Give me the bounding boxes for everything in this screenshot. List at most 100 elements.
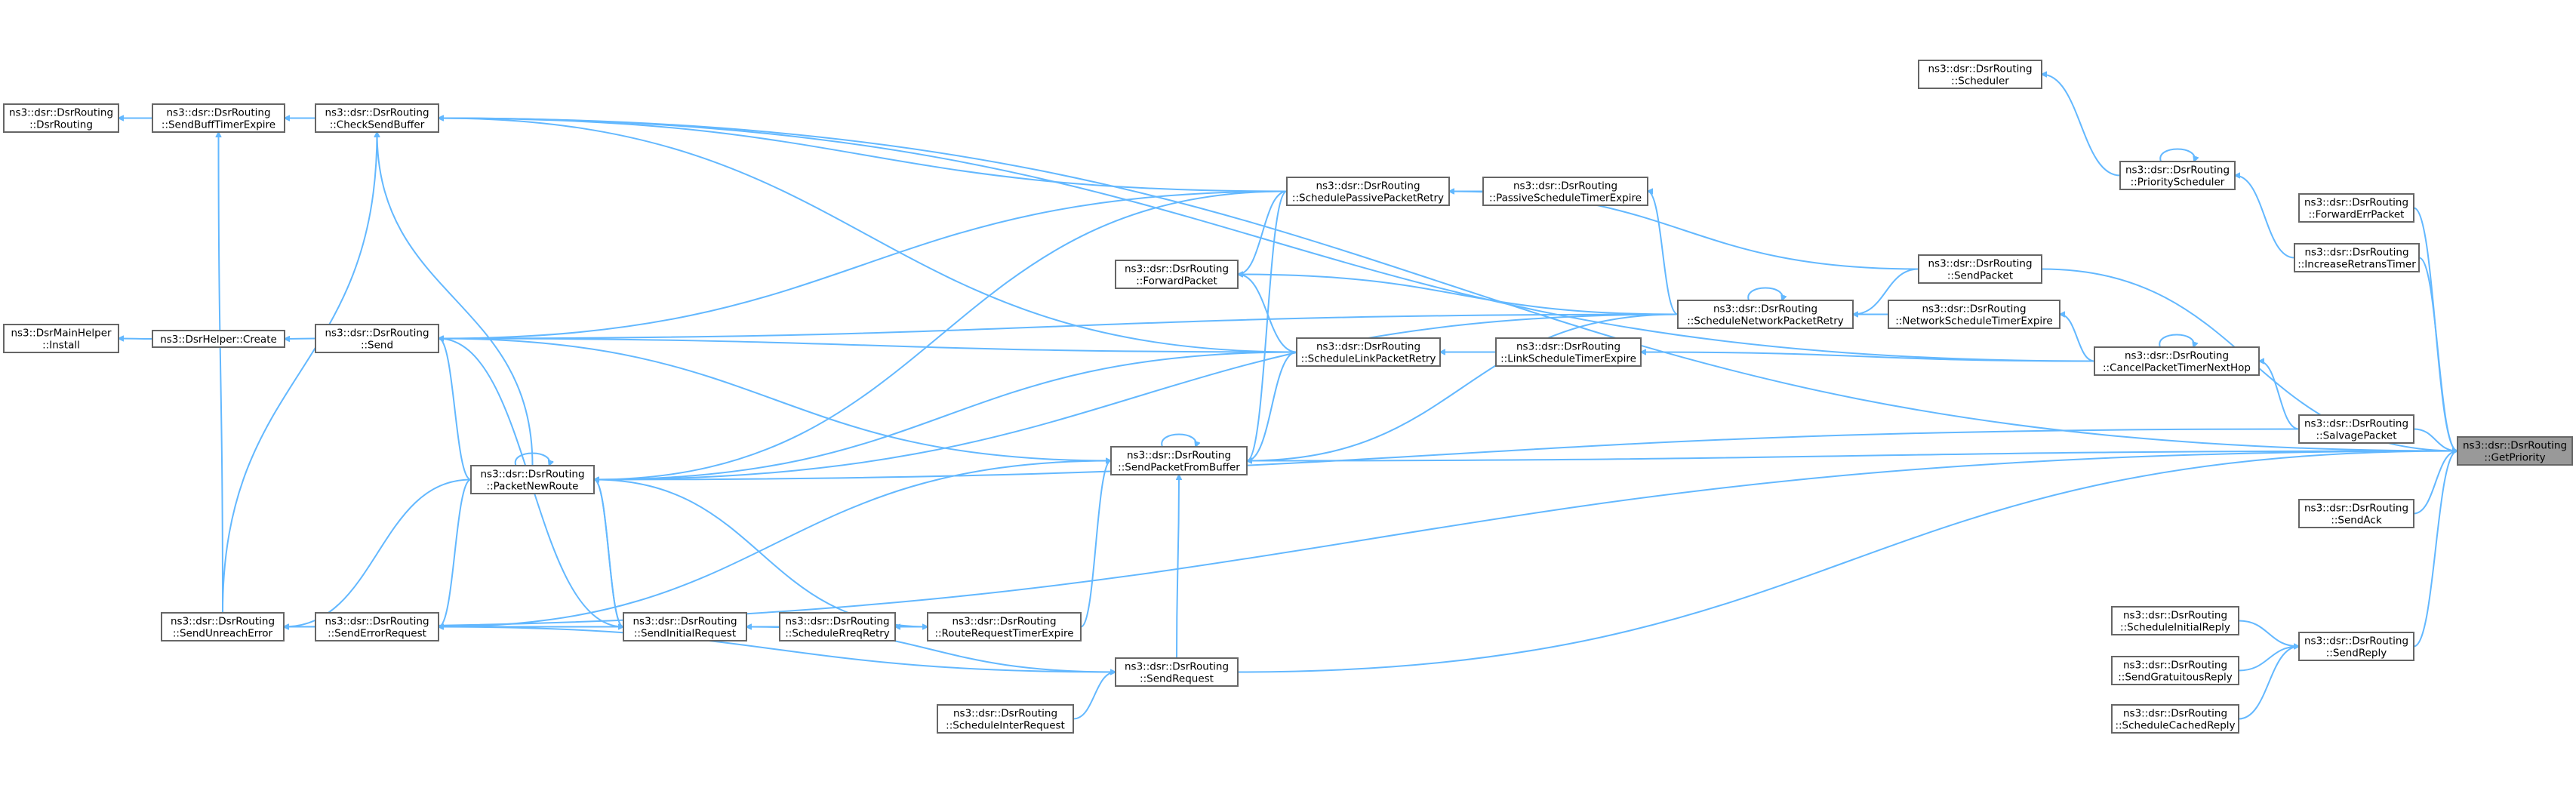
node-schedulepassivepacketretry[interactable]: ns3::dsr::DsrRouting::SchedulePassivePac…: [1286, 177, 1450, 206]
node-label-sendpacketfrombuffer-0: ns3::dsr::DsrRouting: [1127, 450, 1231, 462]
node-label-sendunreacherror-0: ns3::dsr::DsrRouting: [171, 616, 275, 628]
node-label-schedulelinkpacketretry-0: ns3::dsr::DsrRouting: [1316, 341, 1420, 353]
edge-schedulelinkpacketretry-to-checksendbuffer: [439, 118, 1297, 353]
node-label-checksendbuffer-0: ns3::dsr::DsrRouting: [325, 107, 429, 119]
node-cancelpackettimernexthop[interactable]: ns3::dsr::DsrRouting::CancelPacketTimerN…: [2094, 346, 2260, 376]
edge-packetnewroute-to-send: [439, 339, 472, 481]
node-sendunreacherror[interactable]: ns3::dsr::DsrRouting::SendUnreachError: [161, 612, 285, 641]
self-loop-cancelpackettimernexthop: [2159, 334, 2193, 348]
edge-schedulenetworkpacketretry-to-passivescheduletimerexpire: [1648, 192, 1679, 315]
edge-cancelpackettimernexthop-to-checksendbuffer: [439, 118, 2095, 362]
node-sendgratuitousreply[interactable]: ns3::dsr::DsrRouting::SendGratuitousRepl…: [2111, 656, 2239, 685]
edge-schedulecachedreply-to-sendreply: [2238, 647, 2299, 720]
node-checksendbuffer[interactable]: ns3::dsr::DsrRouting::CheckSendBuffer: [315, 103, 439, 133]
node-scheduleinitialreply[interactable]: ns3::dsr::DsrRouting::ScheduleInitialRep…: [2111, 606, 2239, 635]
node-label-networkscheduletimerexpire-1: ::NetworkScheduleTimerExpire: [1895, 315, 2053, 328]
node-scheduler[interactable]: ns3::dsr::DsrRouting::Scheduler: [1918, 60, 2042, 89]
nodes-layer: ns3::dsr::DsrRouting::GetPriorityns3::ds…: [3, 60, 2573, 734]
node-create[interactable]: ns3::DsrHelper::Create: [152, 330, 285, 348]
node-schedulenetworkpacketretry[interactable]: ns3::dsr::DsrRouting::ScheduleNetworkPac…: [1677, 300, 1854, 329]
node-senderrorrequest[interactable]: ns3::dsr::DsrRouting::SendErrorRequest: [315, 612, 439, 641]
node-label-packetnewroute-1: ::PacketNewRoute: [487, 481, 579, 493]
node-sendinitialrequest[interactable]: ns3::dsr::DsrRouting::SendInitialRequest: [623, 612, 747, 641]
edge-sendpacketfrombuffer-to-senderrorrequest: [439, 460, 1112, 627]
edge-sendreply-to-getpriority: [2413, 451, 2458, 648]
node-label-scheduleinitialreply-0: ns3::dsr::DsrRouting: [2123, 610, 2227, 622]
node-box-dsrrouting: [3, 103, 119, 133]
node-box-sendbufftimerexpire: [152, 103, 285, 133]
node-increaseretranstimer[interactable]: ns3::dsr::DsrRouting::IncreaseRetransTim…: [2294, 243, 2420, 272]
node-box-create: [152, 330, 285, 348]
node-sendrequest[interactable]: ns3::dsr::DsrRouting::SendRequest: [1115, 657, 1239, 687]
node-label-create-0: ns3::DsrHelper::Create: [160, 334, 277, 346]
edge-sendack-to-getpriority: [2413, 451, 2458, 515]
node-send[interactable]: ns3::dsr::DsrRouting::Send: [315, 324, 439, 353]
node-sendack[interactable]: ns3::dsr::DsrRouting::SendAck: [2298, 499, 2414, 528]
node-linkscheduletimerexpire[interactable]: ns3::dsr::DsrRouting::LinkScheduleTimerE…: [1495, 337, 1642, 367]
node-packetnewroute[interactable]: ns3::dsr::DsrRouting::PacketNewRoute: [470, 465, 595, 494]
node-routerequesttimerexpire[interactable]: ns3::dsr::DsrRouting::RouteRequestTimerE…: [927, 612, 1082, 641]
node-box-schedulenetworkpacketretry: [1677, 300, 1854, 329]
edge-schedulelinkpacketretry-to-forwardpacket: [1238, 275, 1297, 353]
node-label-sendrequest-1: ::SendRequest: [1140, 673, 1214, 685]
node-priorityscheduler[interactable]: ns3::dsr::DsrRouting::PriorityScheduler: [2119, 161, 2236, 190]
node-sendbufftimerexpire[interactable]: ns3::dsr::DsrRouting::SendBuffTimerExpir…: [152, 103, 285, 133]
edge-sendgratuitousreply-to-sendreply: [2238, 647, 2299, 672]
self-loop-sendpacketfrombuffer: [1161, 433, 1196, 448]
node-label-dsrrouting-1: ::DsrRouting: [29, 119, 93, 131]
node-label-send-1: ::Send: [361, 340, 393, 352]
edge-sendinitialrequest-to-packetnewroute: [594, 480, 624, 628]
node-networkscheduletimerexpire[interactable]: ns3::dsr::DsrRouting::NetworkScheduleTim…: [1888, 300, 2060, 329]
node-box-packetnewroute: [470, 465, 595, 494]
node-box-scheduler: [1918, 60, 2042, 89]
node-label-sendpacketfrombuffer-1: ::SendPacketFromBuffer: [1118, 462, 1240, 474]
node-label-cancelpackettimernexthop-1: ::CancelPacketTimerNextHop: [2103, 362, 2251, 374]
node-label-senderrorrequest-1: ::SendErrorRequest: [328, 628, 426, 640]
node-salvagepacket[interactable]: ns3::dsr::DsrRouting::SalvagePacket: [2298, 414, 2414, 444]
node-label-scheduler-1: ::Scheduler: [1951, 75, 2009, 88]
edge-schedulelinkpacketretry-to-sendpacketfrombuffer: [1247, 351, 1297, 461]
node-box-sendinitialrequest: [623, 612, 747, 641]
node-label-install-1: ::Install: [42, 340, 80, 352]
self-loop-schedulenetworkpacketretry: [1747, 287, 1782, 301]
node-install[interactable]: ns3::DsrMainHelper::Install: [3, 324, 119, 353]
node-box-routerequesttimerexpire: [927, 612, 1082, 641]
node-sendpacketfrombuffer[interactable]: ns3::dsr::DsrRouting::SendPacketFromBuff…: [1110, 446, 1248, 475]
node-forwardpacket[interactable]: ns3::dsr::DsrRouting::ForwardPacket: [1115, 260, 1239, 289]
node-box-priorityscheduler: [2119, 161, 2236, 190]
node-forwarderrpacket[interactable]: ns3::dsr::DsrRouting::ForwardErrPacket: [2298, 193, 2414, 223]
node-label-schedulecachedreply-0: ns3::dsr::DsrRouting: [2123, 708, 2227, 720]
edge-packetnewroute-to-sendunreacherror: [284, 478, 472, 627]
node-getpriority[interactable]: ns3::dsr::DsrRouting::GetPriority: [2457, 436, 2573, 466]
node-passivescheduletimerexpire[interactable]: ns3::dsr::DsrRouting::PassiveScheduleTim…: [1482, 177, 1648, 206]
edge-create-to-install: [118, 339, 153, 340]
node-sendreply[interactable]: ns3::dsr::DsrRouting::SendReply: [2298, 632, 2414, 661]
node-label-send-0: ns3::dsr::DsrRouting: [325, 328, 429, 340]
node-schedulecachedreply[interactable]: ns3::dsr::DsrRouting::ScheduleCachedRepl…: [2111, 704, 2239, 734]
node-box-sendpacket: [1918, 254, 2042, 284]
node-label-scheduleinterrequest-1: ::ScheduleInterRequest: [946, 720, 1065, 732]
edge-sendunreacherror-to-checksendbuffer: [222, 132, 377, 614]
node-label-priorityscheduler-1: ::PriorityScheduler: [2131, 177, 2225, 189]
node-label-scheduleinitialreply-1: ::ScheduleInitialReply: [2120, 622, 2230, 634]
node-label-schedulenetworkpacketretry-0: ns3::dsr::DsrRouting: [1713, 303, 1817, 315]
node-dsrrouting[interactable]: ns3::dsr::DsrRouting::DsrRouting: [3, 103, 119, 133]
edge-schedulepassivepacketretry-to-checksendbuffer: [439, 118, 1288, 192]
node-label-increaseretranstimer-0: ns3::dsr::DsrRouting: [2304, 247, 2408, 259]
node-label-cancelpackettimernexthop-0: ns3::dsr::DsrRouting: [2125, 350, 2229, 362]
node-label-schedulenetworkpacketretry-1: ::ScheduleNetworkPacketRetry: [1687, 315, 1844, 328]
edge-packetnewroute-to-checksendbuffer: [377, 132, 534, 466]
node-box-increaseretranstimer: [2294, 243, 2420, 272]
edge-checksendbuffer-to-getpriority: [438, 117, 2458, 451]
edges-layer: [118, 75, 2458, 720]
node-label-sendpacket-1: ::SendPacket: [1947, 270, 2013, 282]
node-label-schedulereqretry-0: ns3::dsr::DsrRouting: [785, 616, 889, 628]
node-scheduleinterrequest[interactable]: ns3::dsr::DsrRouting::ScheduleInterReque…: [937, 704, 1074, 734]
node-schedulelinkpacketretry[interactable]: ns3::dsr::DsrRouting::ScheduleLinkPacket…: [1296, 337, 1441, 367]
node-box-senderrorrequest: [315, 612, 439, 641]
edge-increaseretranstimer-to-getpriority: [2418, 257, 2458, 451]
node-schedulereqretry[interactable]: ns3::dsr::DsrRouting::ScheduleRreqRetry: [779, 612, 896, 641]
node-sendpacket[interactable]: ns3::dsr::DsrRouting::SendPacket: [1918, 254, 2042, 284]
node-label-sendinitialrequest-1: ::SendInitialRequest: [634, 628, 736, 640]
